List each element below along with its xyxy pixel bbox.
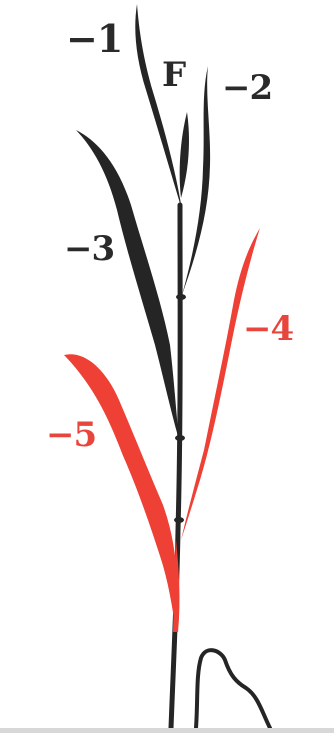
leaf-minus-1 [135,4,182,210]
flag-leaf [180,112,189,198]
stem-node [175,435,185,441]
tiller-outline [196,650,270,728]
leaf-minus-3 [76,130,179,440]
leaf-minus-5 [64,354,178,632]
leaf-minus-2 [182,66,210,295]
leaf-label-minus-3: −3 [64,232,114,266]
stem-node [174,517,184,523]
stem-node [176,294,186,300]
flag-leaf-label: F [162,58,186,92]
leaf-label-minus-2: −2 [222,71,272,105]
leaf-label-minus-5: −5 [46,418,96,452]
main-stem [171,205,180,728]
leaf-label-minus-4: −4 [243,312,293,346]
leaf-minus-4 [181,228,260,540]
leaf-label-minus-1: −1 [66,20,122,58]
bottom-rule [0,728,334,733]
